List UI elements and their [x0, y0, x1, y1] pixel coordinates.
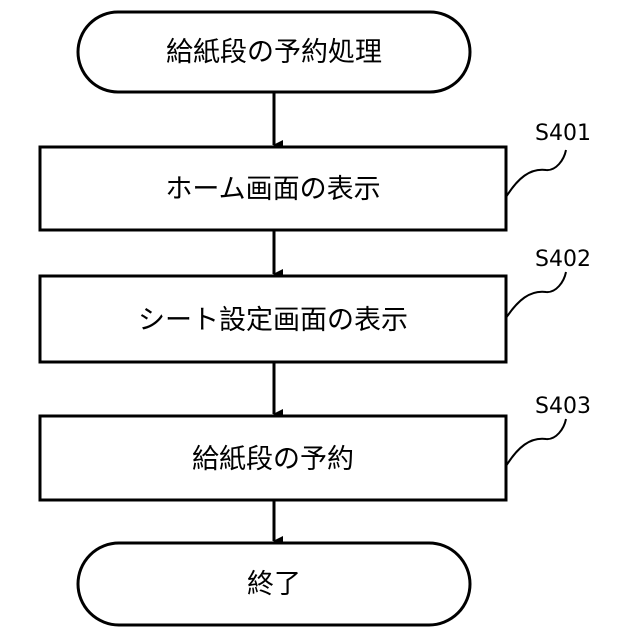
step-leader-s403	[506, 419, 566, 466]
process-step-s402: シート設定画面の表示	[40, 276, 506, 362]
step-id-s401: S401	[535, 121, 591, 146]
step-id-s402: S402	[535, 247, 591, 272]
process-step-s402-label: シート設定画面の表示	[138, 305, 408, 336]
start-terminal: 給紙段の予約処理	[78, 12, 470, 92]
process-step-s401-label: ホーム画面の表示	[165, 174, 380, 205]
step-leader-s402	[506, 272, 566, 318]
end-terminal-label: 終了	[247, 569, 301, 600]
process-step-s401: ホーム画面の表示	[40, 147, 506, 230]
process-step-s403: 給紙段の予約	[40, 416, 506, 500]
process-step-s403-label: 給紙段の予約	[192, 444, 354, 475]
step-id-s403: S403	[535, 394, 591, 419]
end-terminal: 終了	[78, 543, 470, 625]
step-leader-s401	[506, 150, 566, 197]
start-terminal-label: 給紙段の予約処理	[166, 37, 382, 68]
